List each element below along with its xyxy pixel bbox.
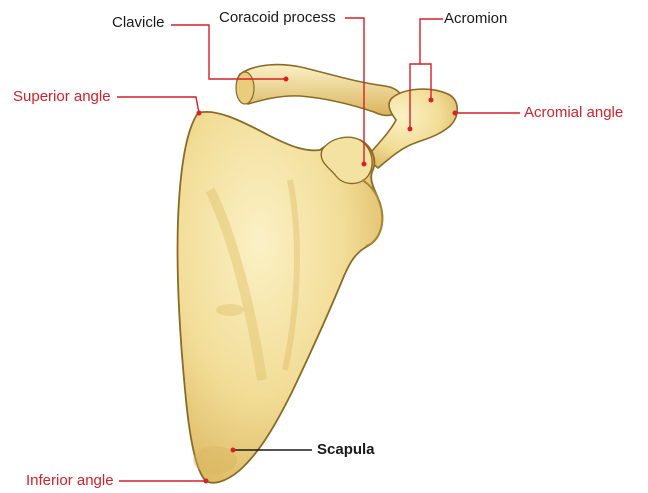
superior-angle-label: Superior angle <box>13 88 111 106</box>
scapula-label: Scapula <box>317 441 375 459</box>
clavicle-bone <box>236 65 403 116</box>
coracoid-process-label: Coracoid process <box>219 9 336 27</box>
scapula-body <box>177 112 382 483</box>
leader-acromial-angle <box>453 111 521 116</box>
leader-inferior-angle <box>119 479 209 484</box>
acromial-angle-label: Acromial angle <box>524 104 623 122</box>
leader-superior-angle <box>117 97 202 116</box>
clavicle-label: Clavicle <box>112 14 165 32</box>
acromion-label: Acromion <box>444 10 507 28</box>
inferior-angle-label: Inferior angle <box>26 472 114 490</box>
